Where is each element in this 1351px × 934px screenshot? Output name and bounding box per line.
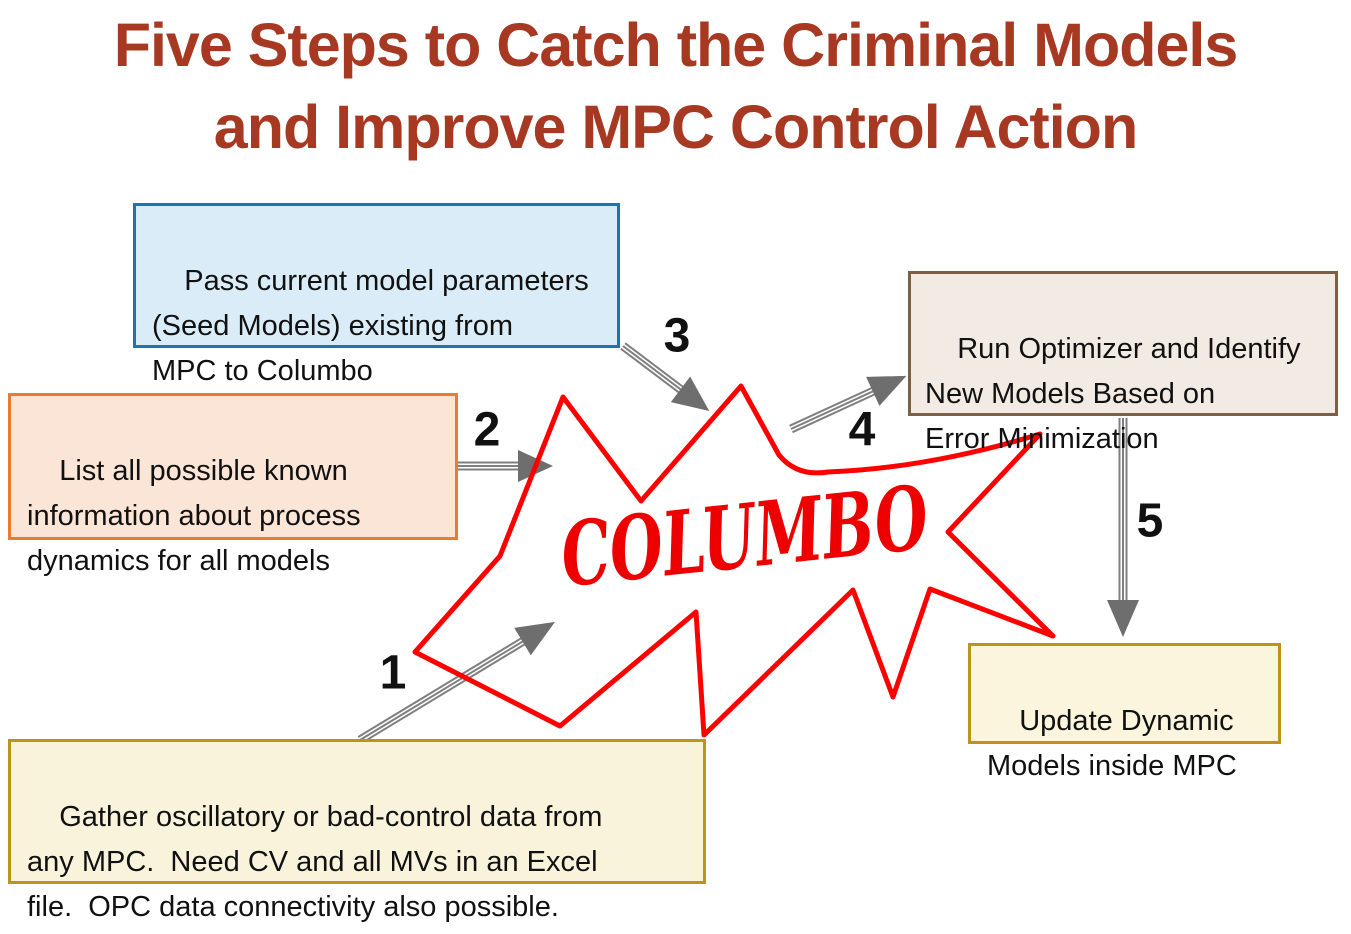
- page-title: Five Steps to Catch the Criminal Models …: [0, 4, 1351, 168]
- run-optimizer-box: Run Optimizer and Identify New Models Ba…: [908, 271, 1338, 455]
- title-line-2: and Improve MPC Control Action: [213, 93, 1138, 161]
- step-5-arrow: [1107, 418, 1139, 637]
- step-1-number: 1: [379, 646, 407, 700]
- gather-data-box: Gather oscillatory or bad-control data f…: [8, 739, 706, 923]
- step-3-arrow: [620, 342, 710, 411]
- step-3-number: 3: [663, 309, 691, 363]
- starburst-shape: [412, 383, 1056, 738]
- process-info-box: List all possible known information abou…: [8, 393, 458, 577]
- step-5-number: 5: [1136, 494, 1164, 548]
- process-info-text: List all possible known information abou…: [27, 455, 361, 577]
- seed-models-text: Pass current model parameters (Seed Mode…: [152, 265, 589, 387]
- update-models-text: Update Dynamic Models inside MPC: [987, 705, 1237, 782]
- gather-data-text: Gather oscillatory or bad-control data f…: [27, 801, 603, 923]
- update-models-box: Update Dynamic Models inside MPC: [968, 643, 1281, 782]
- seed-models-box: Pass current model parameters (Seed Mode…: [133, 203, 620, 387]
- step-2-number: 2: [473, 403, 501, 457]
- columbo-label: COLUMBO: [556, 465, 933, 607]
- title-line-1: Five Steps to Catch the Criminal Models: [113, 11, 1239, 79]
- step-4-number: 4: [848, 403, 876, 457]
- step-1-arrow: [357, 621, 556, 744]
- run-optimizer-text: Run Optimizer and Identify New Models Ba…: [925, 333, 1301, 455]
- step-4-arrow: [789, 375, 907, 434]
